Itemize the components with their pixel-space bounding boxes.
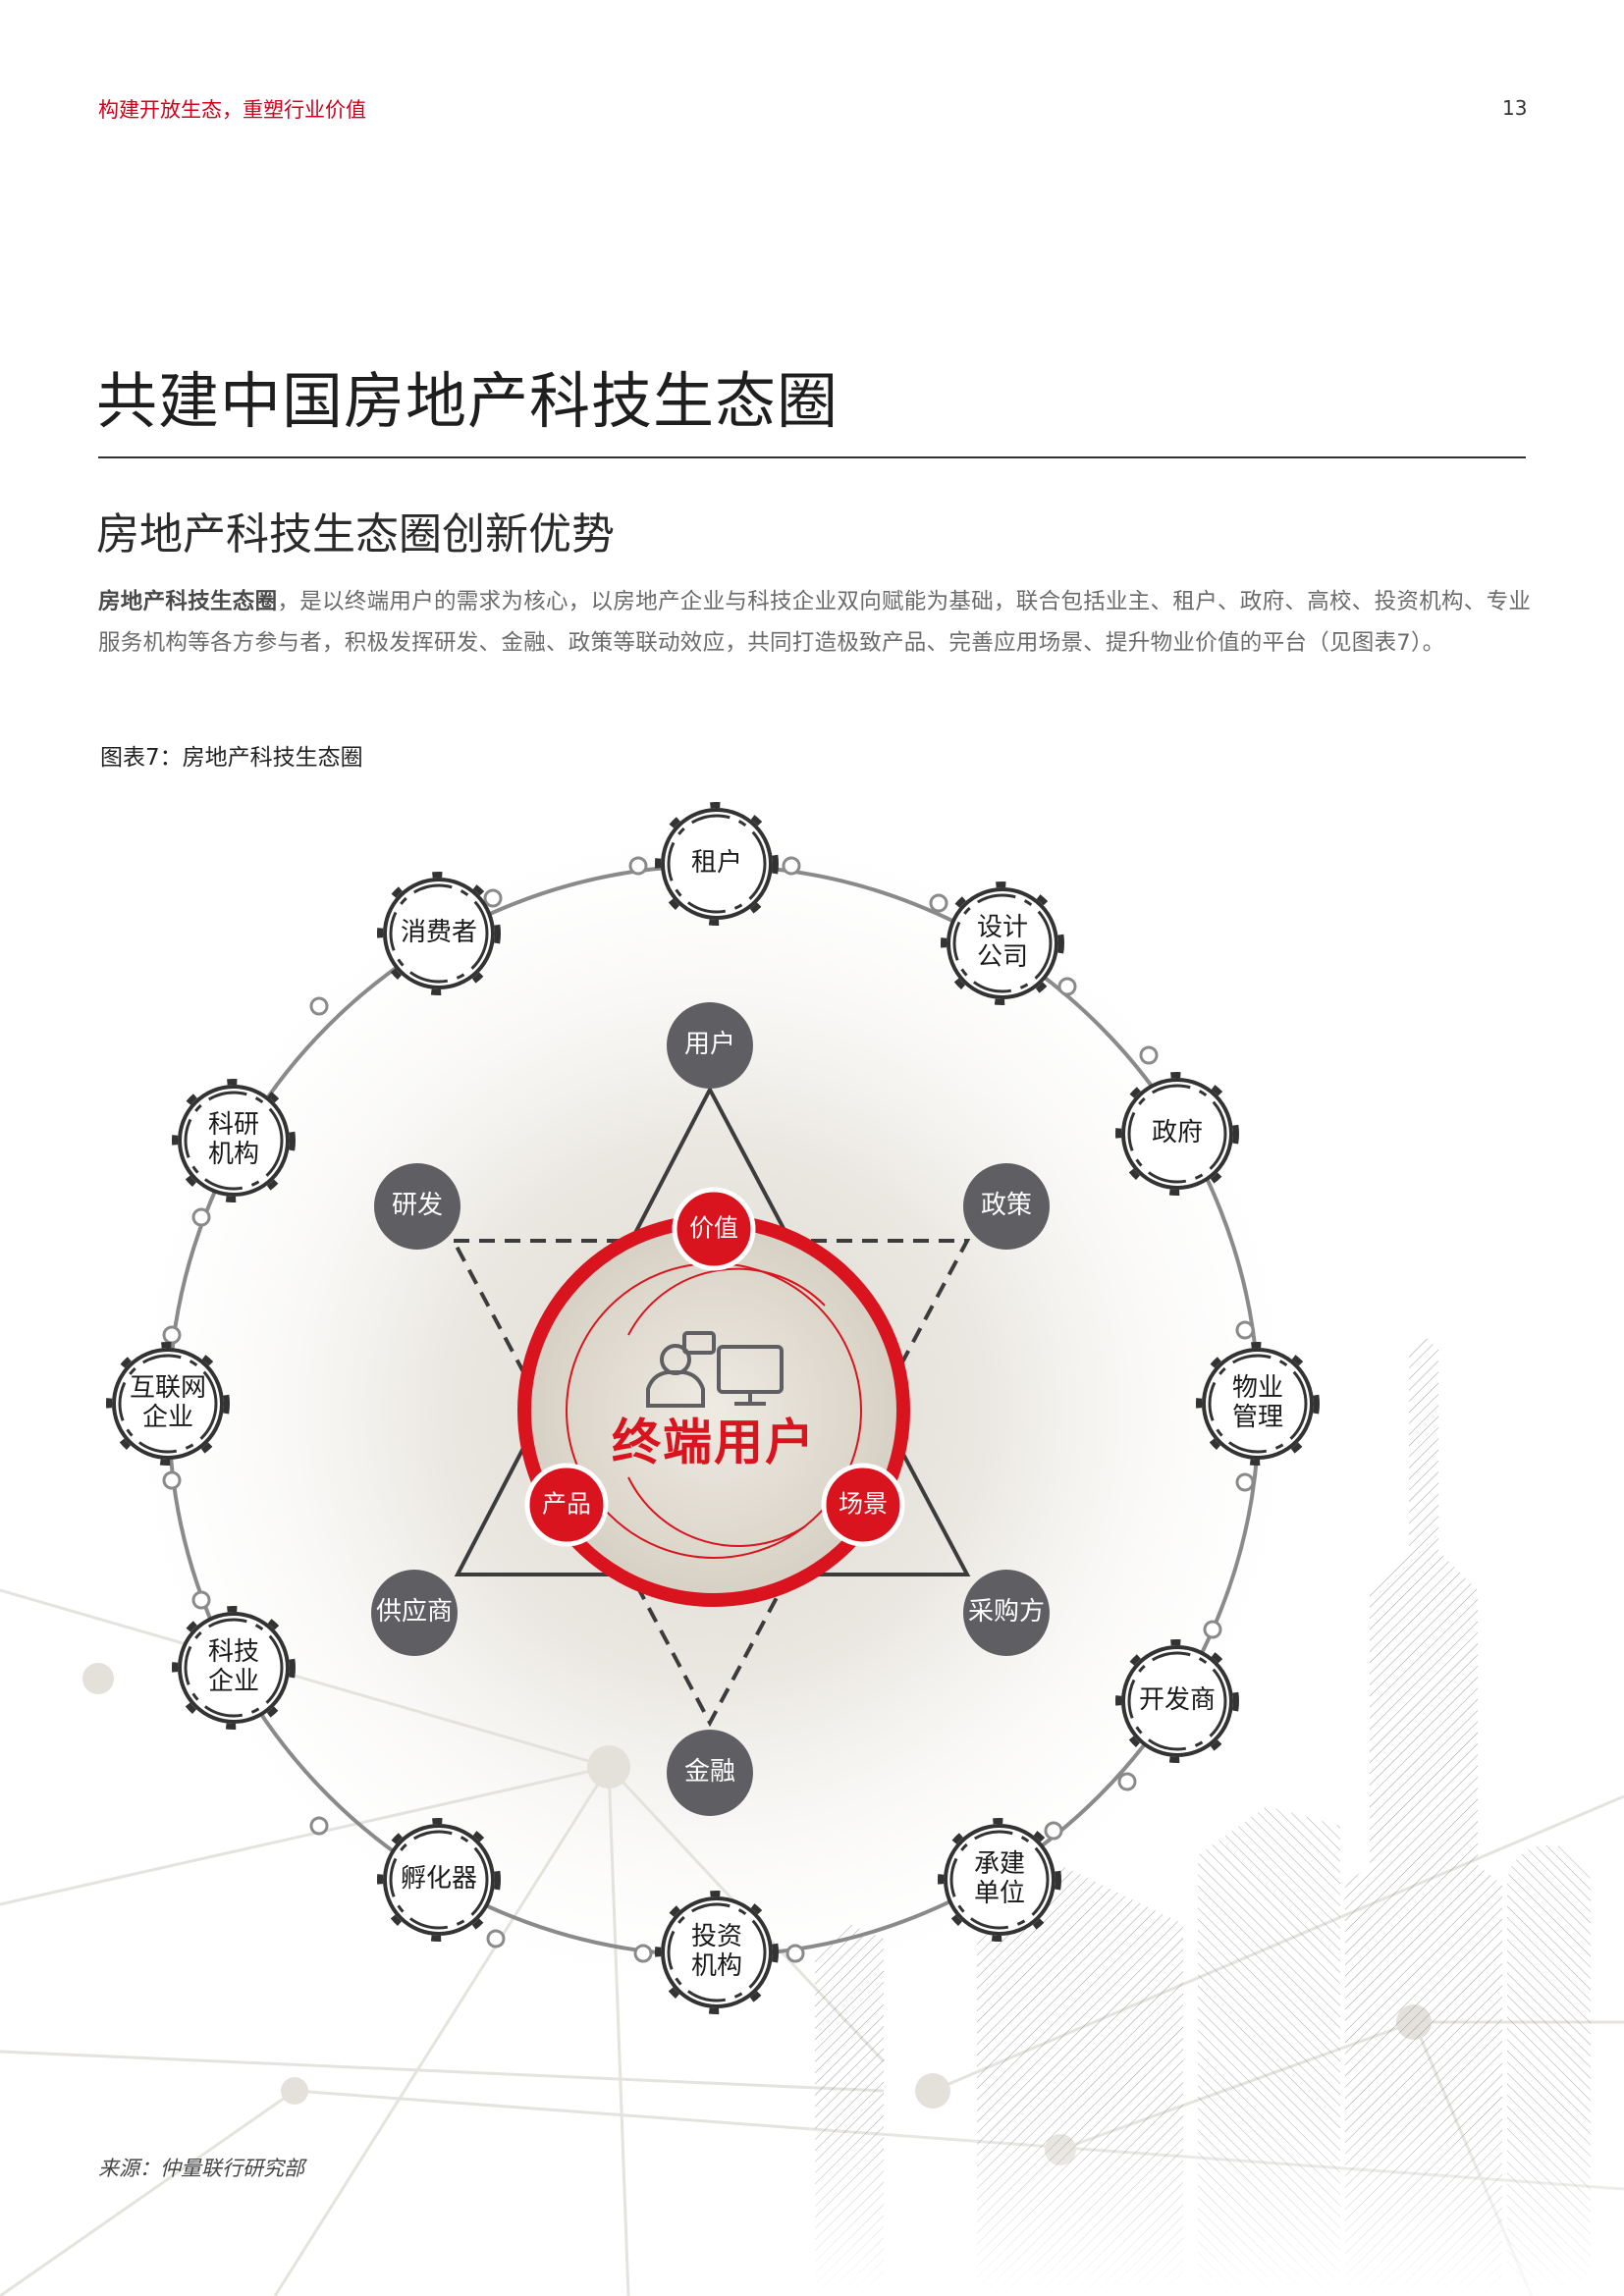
center-node-label: 终端用户 [612,1414,816,1471]
page-number: 13 [1502,96,1528,120]
inner-node-purchaser: 采购方 [967,1597,1046,1628]
outer-node-research-institution: 科研机构 [207,1110,260,1169]
body-paragraph: 房地产科技生态圈，是以终端用户的需求为核心，以房地产企业与科技企业双向赋能为基础… [98,581,1532,664]
outer-node-investment-institution: 投资机构 [690,1922,743,1981]
outer-node-government: 政府 [1151,1118,1204,1148]
section-subtitle: 房地产科技生态圈创新优势 [96,509,615,560]
page-title: 共建中国房地产科技生态圈 [96,365,839,437]
outer-node-rings [106,802,1320,2014]
inner-node-circles [371,1002,1050,1816]
running-header: 构建开放生态，重塑行业价值 [98,98,366,122]
outer-node-consumer: 消费者 [400,918,478,948]
paragraph-bold-lead: 房地产科技生态圈 [98,589,278,614]
inner-node-user: 用户 [683,1030,736,1060]
source-note: 来源：仲量联行研究部 [98,2157,304,2180]
inner-node-supplier: 供应商 [375,1597,454,1628]
title-divider [98,456,1526,458]
monitor-icon [717,1345,784,1406]
outer-node-design-firm: 设计公司 [976,913,1029,972]
red-node-product: 产品 [541,1489,592,1519]
outer-node-property-management: 物业管理 [1231,1373,1284,1432]
red-node-value: 价值 [688,1213,739,1243]
inner-node-policy: 政策 [980,1191,1033,1221]
outer-node-internet-company: 互联网企业 [129,1373,207,1432]
person-with-speech-bubble-icon [646,1331,716,1408]
outer-node-incubator: 孵化器 [400,1864,478,1895]
red-node-circles [524,1187,905,1547]
figure-caption: 图表7：房地产科技生态圈 [100,745,363,771]
paragraph-text: ，是以终端用户的需求为核心，以房地产企业与科技企业双向赋能为基础，联合包括业主、… [98,589,1532,656]
inner-node-finance: 金融 [683,1757,736,1788]
outer-node-developer: 开发商 [1138,1685,1217,1716]
outer-node-contractor: 承建单位 [973,1849,1026,1908]
skyline-buildings [805,1335,1624,2296]
inner-node-rnd: 研发 [391,1191,444,1221]
outer-node-tech-company: 科技企业 [207,1637,260,1696]
ring-connectors [162,856,1255,1963]
outer-node-tenant: 租户 [690,848,743,879]
red-node-scenario: 场景 [838,1489,889,1519]
